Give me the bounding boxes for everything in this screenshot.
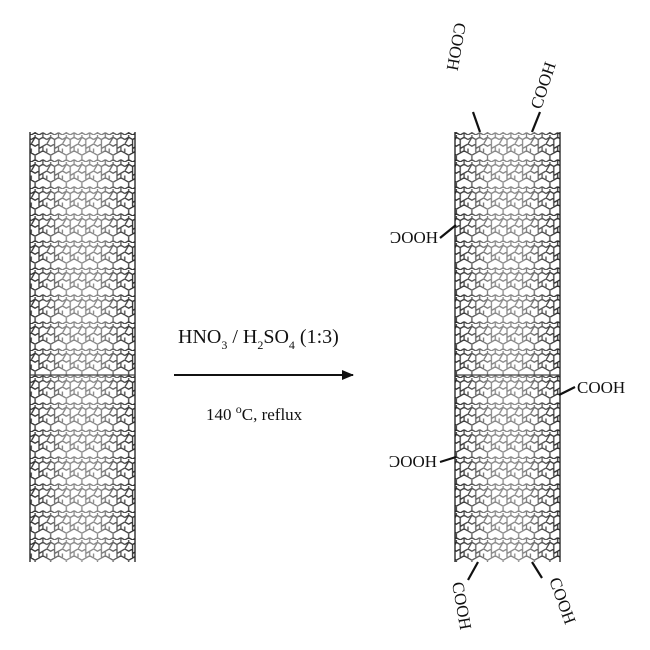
hooc-lower-left: HOOC xyxy=(389,452,437,471)
reaction-arrow-group: HNO3 / H2SO4 (1:3) 140 oC, reflux xyxy=(174,326,354,424)
cooh-mid-right: COOH xyxy=(577,378,625,397)
hooc-upper-left: HOOC xyxy=(390,228,438,247)
reagent-label: HNO3 / H2SO4 (1:3) xyxy=(178,326,339,352)
conditions-label: 140 oC, reflux xyxy=(206,402,303,424)
functionalized-nanotube: COOH COOH HOOC COOH HOOC COOH COOH xyxy=(389,21,625,631)
pristine-nanotube xyxy=(29,132,136,562)
cooh-bottom-left: COOH xyxy=(448,580,475,631)
cooh-top-right: COOH xyxy=(527,60,560,112)
cooh-bottom-right: COOH xyxy=(545,575,579,627)
cooh-top-left: COOH xyxy=(443,21,470,72)
